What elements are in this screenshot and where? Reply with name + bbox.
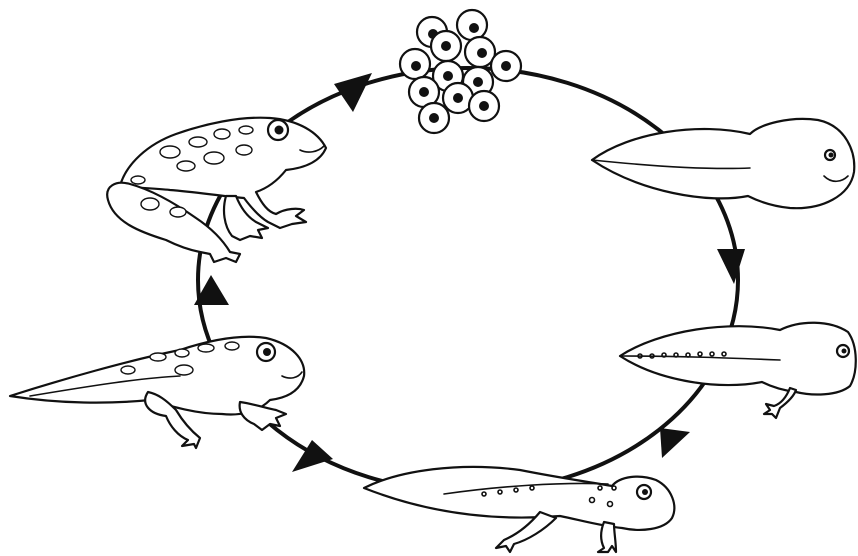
arrow-tadpole-to-legs: [717, 249, 745, 284]
adult-frog-icon: [107, 118, 326, 262]
young-froglet-icon: [364, 467, 674, 552]
frog-eggs-icon: [400, 10, 521, 133]
froglet-with-tail-icon: [10, 337, 304, 448]
arrow-legs-to-young: [660, 428, 690, 458]
tadpole-icon: [592, 119, 854, 208]
tadpole-with-hind-legs-icon: [620, 323, 856, 418]
